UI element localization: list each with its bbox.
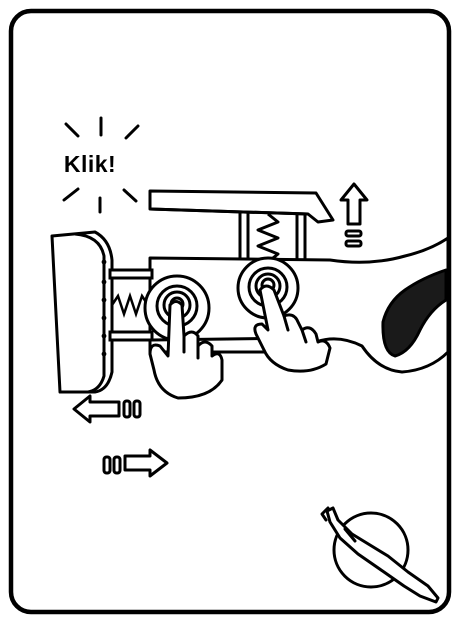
butt-pad: [52, 232, 112, 392]
click-callout: Klik!: [51, 151, 129, 178]
